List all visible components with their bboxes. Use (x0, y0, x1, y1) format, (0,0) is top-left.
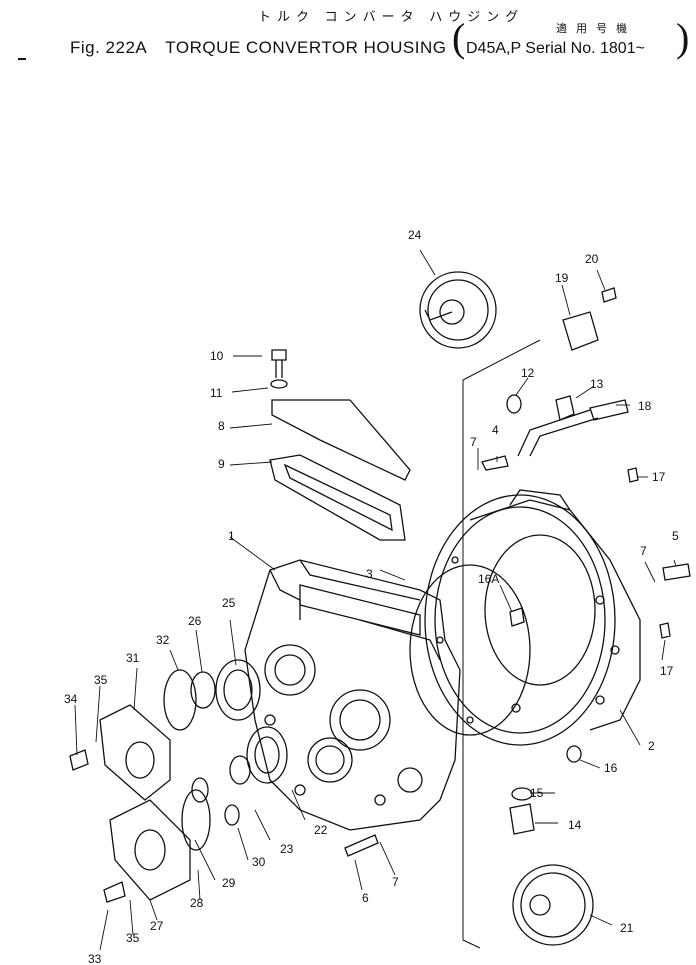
cover-27 (109, 799, 191, 901)
washer-11 (270, 379, 288, 389)
part-label-16a: 16A (478, 572, 499, 586)
bolt-33 (103, 881, 126, 903)
part-label-34: 34 (64, 692, 78, 706)
margin-mark (18, 58, 26, 60)
part-label-13: 13 (590, 377, 604, 391)
flange-housing-part (424, 489, 641, 746)
part-label-3: 3 (366, 567, 373, 581)
part-label-27: 27 (150, 919, 164, 933)
part-label-35: 35 (94, 673, 108, 687)
bolt-10 (271, 349, 287, 378)
part-label-35: 35 (126, 931, 140, 945)
cover-31 (99, 704, 171, 801)
part-label-23: 23 (280, 842, 294, 856)
snap-ring-23 (229, 755, 251, 785)
part-label-24: 24 (408, 228, 422, 242)
bolt-4 (481, 455, 509, 471)
part-label-9: 9 (218, 457, 225, 471)
part-label-29: 29 (222, 876, 236, 890)
part-label-8: 8 (218, 419, 225, 433)
cover-19 (562, 311, 599, 351)
bolt-5 (662, 563, 691, 581)
part-label-17: 17 (660, 664, 674, 678)
bolt-34 (69, 749, 89, 771)
part-label-18: 18 (638, 399, 652, 413)
part-label-32: 32 (156, 633, 170, 647)
part-label-1: 1 (228, 529, 235, 543)
part-label-15: 15 (530, 786, 544, 800)
title-japanese: トルク コンバータ ハウジング (258, 9, 525, 24)
cover-plate-8 (271, 399, 411, 481)
part-label-6: 6 (362, 891, 369, 905)
part-label-20: 20 (585, 252, 599, 266)
o-ring-28 (181, 789, 211, 851)
plug-14 (509, 803, 535, 835)
part-label-19: 19 (555, 271, 569, 285)
part-label-33: 33 (88, 952, 102, 965)
snap-ring-26 (190, 671, 216, 709)
bearing-22 (246, 726, 288, 784)
part-label-28: 28 (190, 896, 204, 910)
part-label-21: 21 (620, 921, 634, 935)
figure-name: TORQUE CONVERTOR HOUSING (165, 38, 447, 57)
part-label-16: 16 (604, 761, 618, 775)
part-label-7: 7 (392, 875, 399, 889)
o-ring-32 (163, 669, 197, 731)
part-label-10: 10 (210, 349, 224, 363)
part-label-7: 7 (470, 435, 477, 449)
reference-line (462, 339, 541, 949)
bolt-6 (344, 834, 379, 857)
part-label-12: 12 (521, 366, 535, 380)
bolt-20 (601, 287, 617, 303)
part-label-26: 26 (188, 614, 202, 628)
part-label-2: 2 (648, 739, 655, 753)
ring-30 (224, 804, 240, 826)
part-label-17: 17 (652, 470, 666, 484)
fitting-18 (589, 399, 629, 421)
gear-24 (419, 271, 497, 349)
ring-29 (191, 777, 209, 803)
part-label-30: 30 (252, 855, 266, 869)
bearing-25 (215, 659, 261, 721)
plug-17-top (627, 467, 639, 483)
part-label-31: 31 (126, 651, 140, 665)
open-paren: ( (452, 15, 466, 60)
gasket-9 (269, 454, 406, 541)
part-label-25: 25 (222, 596, 236, 610)
o-ring-15 (511, 787, 533, 801)
applicable-japanese: 適 用 号 機 (556, 23, 631, 35)
plug-16a (509, 607, 525, 627)
part-label-4: 4 (492, 423, 499, 437)
gear-21 (512, 864, 594, 946)
part-label-11: 11 (210, 386, 223, 400)
o-ring-3 (409, 564, 531, 736)
part-label-5: 5 (672, 529, 679, 543)
fitting-13 (555, 395, 575, 421)
plug-17-side (659, 622, 671, 639)
leader-lines (74, 249, 677, 951)
figure-number: Fig. 222A (70, 38, 148, 57)
housing-body-part (244, 559, 461, 831)
part-label-22: 22 (314, 823, 328, 837)
part-label-7: 7 (640, 544, 647, 558)
figure-title: Fig. 222A TORQUE CONVERTOR HOUSING (70, 38, 464, 58)
oil-tubes (517, 409, 599, 457)
part-label-14: 14 (568, 818, 582, 832)
close-paren: ) (676, 15, 690, 60)
o-ring-16 (566, 745, 582, 763)
applicable-serial: D45A,P Serial No. 1801~ (466, 40, 645, 57)
plug-12 (506, 394, 522, 414)
